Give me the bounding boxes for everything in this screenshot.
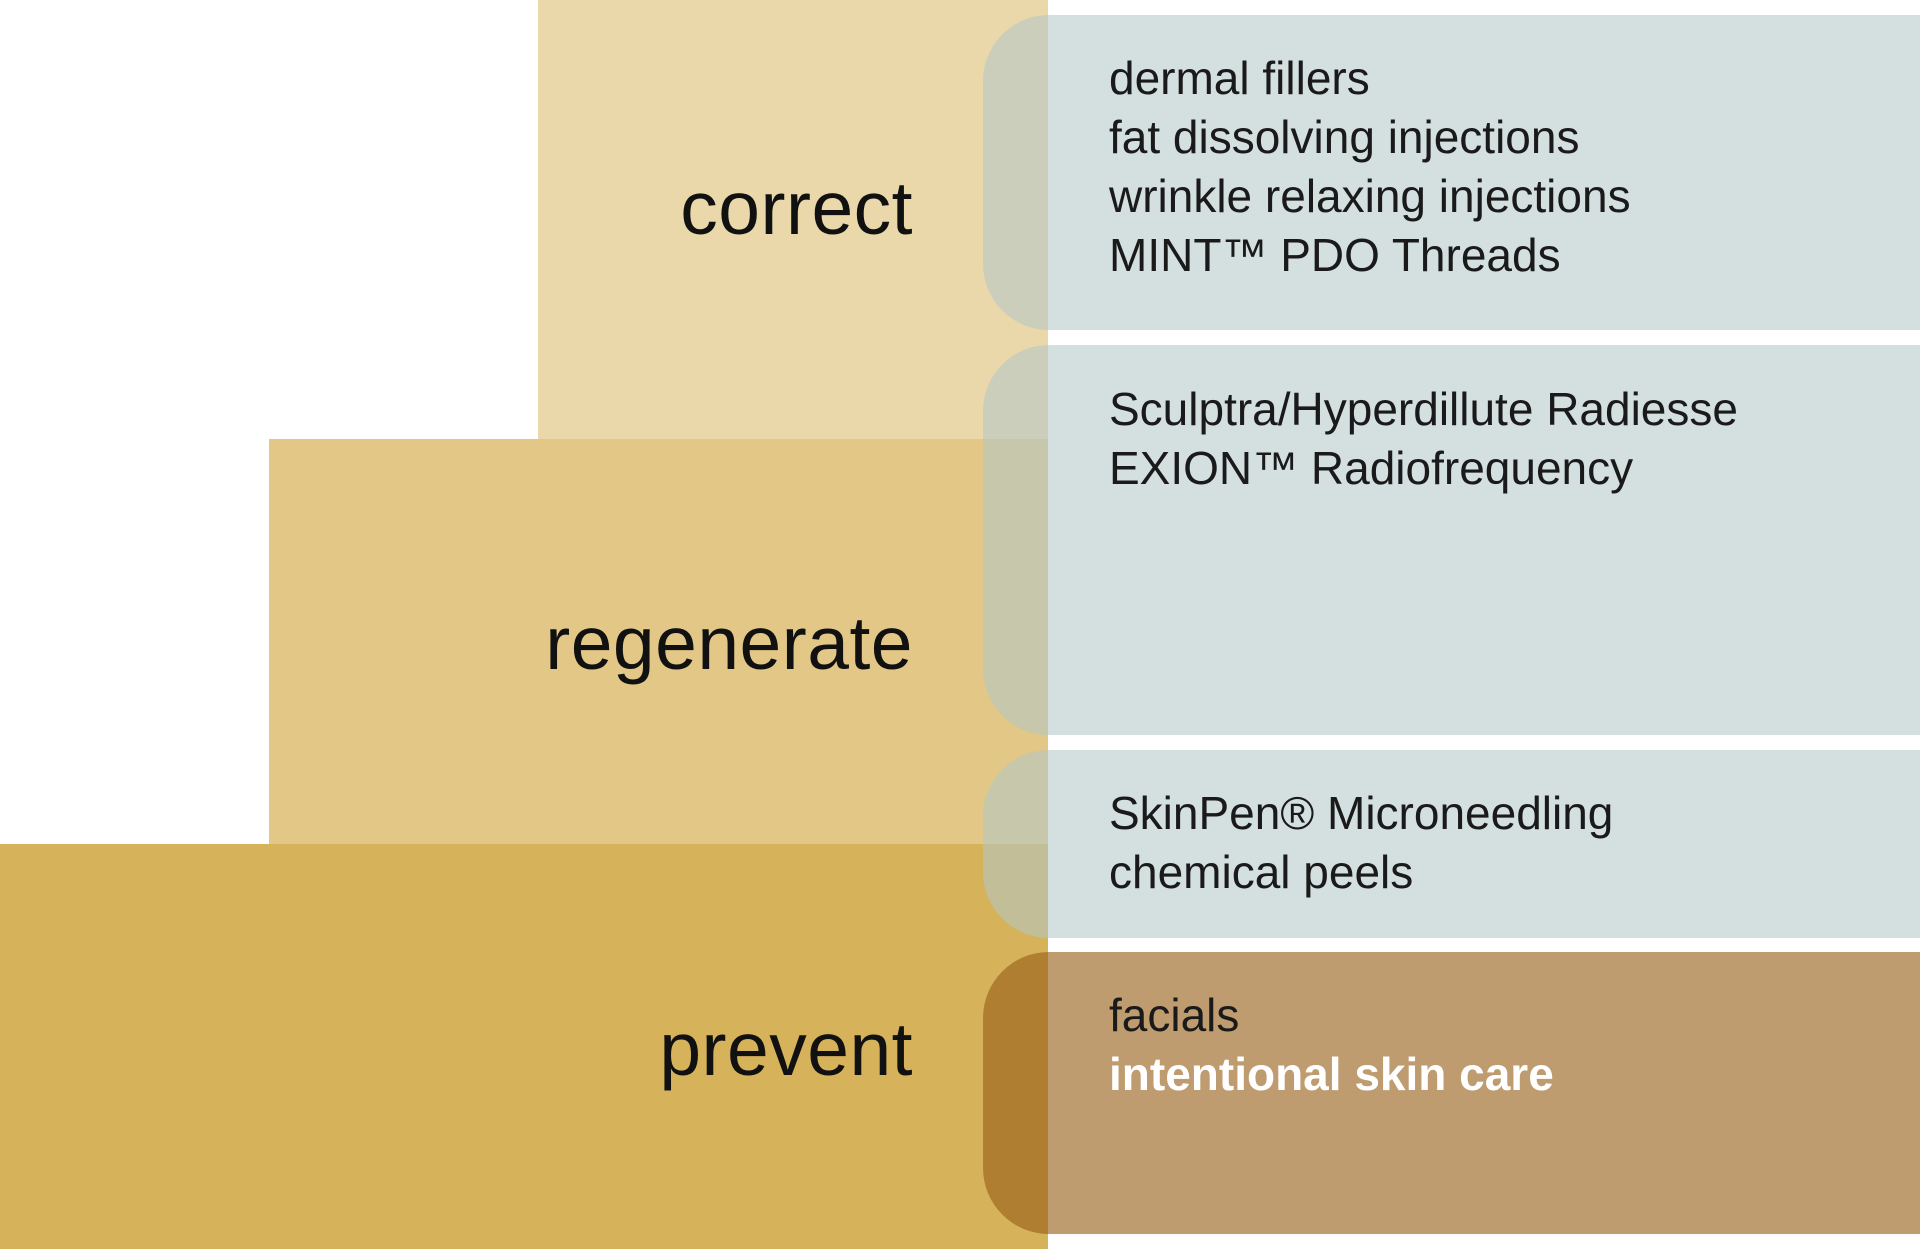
skin-care-item-highlight: intentional skin care: [1109, 1048, 1554, 1100]
tier-prevent: prevent: [0, 844, 1048, 1249]
treatment-item: MINT™ PDO Threads: [1109, 229, 1561, 281]
treatment-item: dermal fillers: [1109, 52, 1370, 104]
tier-label-regenerate: regenerate: [545, 601, 913, 685]
treatment-item: EXION™ Radiofrequency: [1109, 442, 1634, 494]
skin-care-item: facials: [1109, 989, 1240, 1041]
correct-treatments-panel: dermal fillers fat dissolving injections…: [983, 15, 1920, 330]
tier-label-prevent: prevent: [659, 1007, 913, 1091]
prevent-treatments-list: SkinPen® Microneedling chemical peels: [1109, 784, 1920, 902]
treatment-item: wrinkle relaxing injections: [1109, 170, 1631, 222]
treatment-item: chemical peels: [1109, 846, 1414, 898]
treatment-item: SkinPen® Microneedling: [1109, 787, 1614, 839]
regenerate-treatments-list: Sculptra/Hyperdillute Radiesse EXION™ Ra…: [1109, 380, 1920, 498]
correct-treatments-list: dermal fillers fat dissolving injections…: [1109, 49, 1920, 285]
treatment-item: fat dissolving injections: [1109, 111, 1580, 163]
tier-correct: correct: [538, 0, 1048, 440]
regenerate-treatments-panel: Sculptra/Hyperdillute Radiesse EXION™ Ra…: [983, 345, 1920, 735]
prevent-treatments-panel: SkinPen® Microneedling chemical peels: [983, 750, 1920, 938]
tier-regenerate: regenerate: [269, 439, 1048, 845]
skin-care-panel: facials intentional skin care: [983, 952, 1920, 1234]
skin-care-list: facials intentional skin care: [1109, 986, 1920, 1104]
tier-label-correct: correct: [680, 166, 913, 250]
treatment-item: Sculptra/Hyperdillute Radiesse: [1109, 383, 1738, 435]
